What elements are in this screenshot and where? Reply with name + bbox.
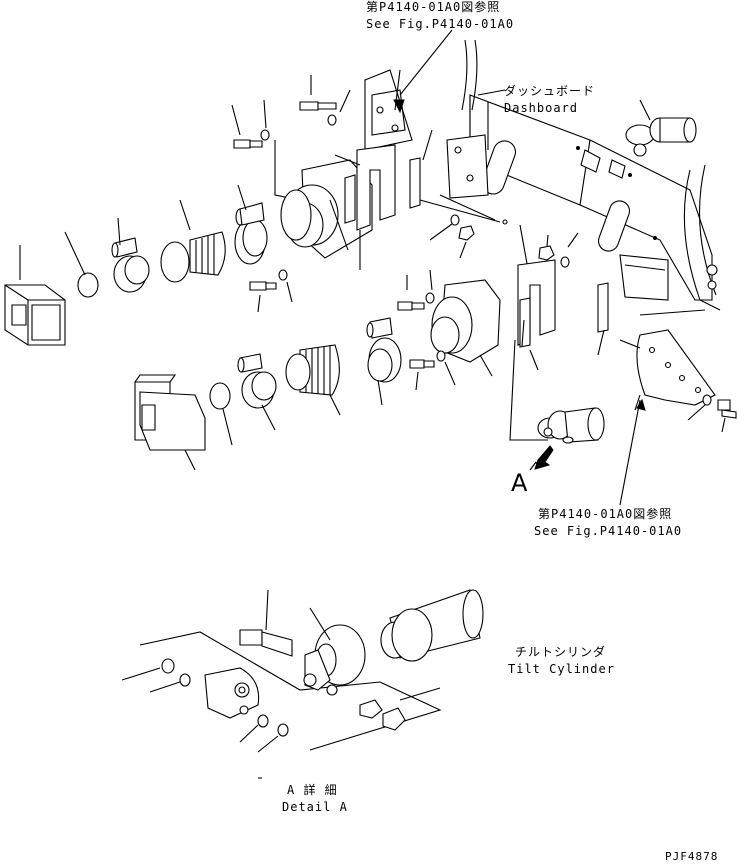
right-side-plate (619, 329, 737, 506)
detail-a-drawing (121, 589, 484, 779)
lower-duct-assembly (209, 317, 402, 446)
upper-vent-box (4, 245, 66, 346)
upper-u-bracket (334, 144, 396, 270)
leader-lines (399, 29, 506, 96)
lower-bolts (397, 269, 456, 391)
view-arrow-a (529, 445, 554, 471)
upper-bolts (231, 75, 351, 149)
tilt-cylinder-label-jp: チルトシリンダ (515, 645, 607, 659)
upper-plate-top (364, 69, 413, 151)
tilt-cylinder-label-en: Tilt Cylinder (508, 662, 615, 676)
upper-nuts (429, 214, 579, 281)
upper-straps (329, 129, 433, 251)
view-a-label: A (511, 469, 528, 497)
ref-label-top-en: See Fig.P4140-01A0 (366, 17, 515, 31)
upper-duct-assembly (64, 184, 312, 298)
lower-mounting-plate (430, 279, 501, 377)
tilt-cylinder-joint (509, 339, 605, 444)
dashboard-label-jp: ダッシュボード (504, 84, 596, 98)
upper-plate-dash (419, 134, 508, 225)
dashboard-frame (461, 39, 721, 316)
dashboard-label-en: Dashboard (504, 101, 579, 115)
lower-straps (519, 282, 609, 371)
tilt-cylinder-mount-top (625, 99, 697, 157)
ref-label-mid-jp: 第P4140-01A0図参照 (538, 507, 673, 521)
detail-a-title-en: Detail A (282, 800, 348, 814)
drawing-number: PJF4878 (665, 850, 719, 863)
detail-a-title-jp: A 詳 細 (287, 783, 338, 797)
mid-left-bolt (249, 269, 293, 313)
ref-label-mid-en: See Fig.P4140-01A0 (534, 524, 683, 538)
lower-vent-box (134, 374, 206, 471)
ref-label-top-jp: 第P4140-01A0図参照 (366, 0, 501, 14)
